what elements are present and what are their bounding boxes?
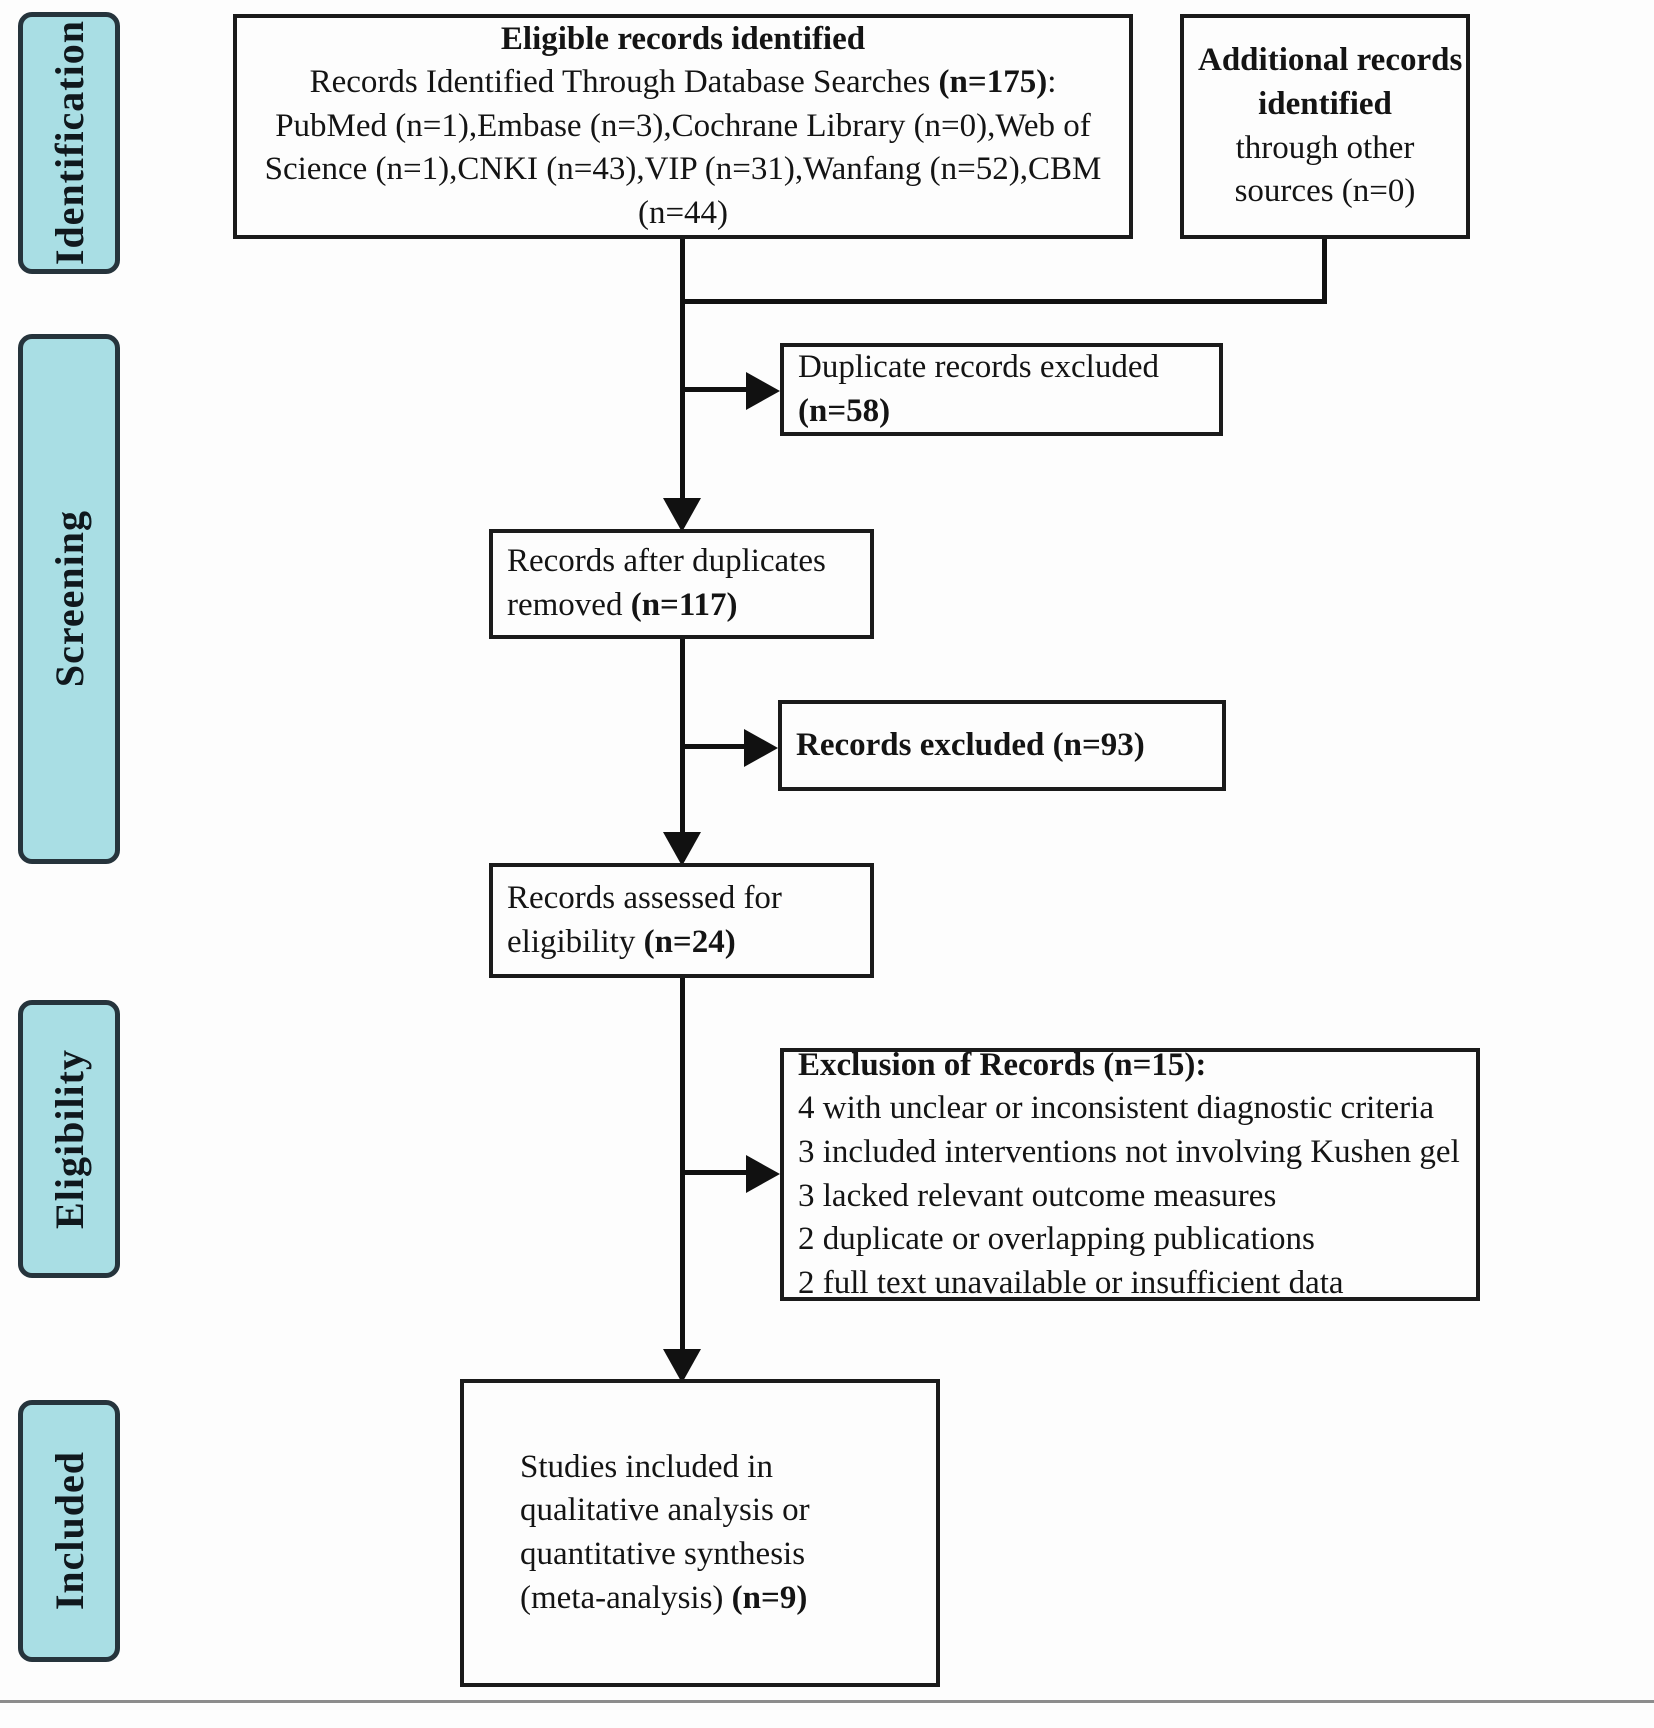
additional-records-box: Additional records identified through ot… bbox=[1180, 14, 1470, 239]
assessed-line1: Records assessed for bbox=[507, 879, 782, 916]
duplicate-records-excluded-box: Duplicate records excluded (n=58) bbox=[780, 343, 1223, 436]
stage-identification: Identification bbox=[18, 12, 120, 274]
records-assessed-box: Records assessed for eligibility (n=24) bbox=[489, 863, 874, 978]
arrow-to-exclusion-detail bbox=[746, 1155, 780, 1193]
records-excluded-box: Records excluded (n=93) bbox=[778, 700, 1226, 791]
after-duplicates-line1: Records after duplicates bbox=[507, 543, 826, 580]
assessed-line2: eligibility (n=24) bbox=[493, 921, 870, 965]
bottom-divider bbox=[0, 1700, 1654, 1703]
exclusion-reason-1: 4 with unclear or inconsistent diagnosti… bbox=[798, 1090, 1434, 1127]
arrow-to-records-excluded bbox=[744, 729, 778, 767]
stage-included: Included bbox=[18, 1400, 120, 1662]
additional-records-line3: through other bbox=[1235, 129, 1415, 166]
included-text: (meta-analysis) bbox=[520, 1579, 732, 1616]
exclusion-of-records-box: Exclusion of Records (n=15): 4 with uncl… bbox=[780, 1047, 1480, 1301]
additional-records-line2: identified bbox=[1258, 85, 1392, 122]
eligible-records-line5: (n=44) bbox=[637, 194, 729, 231]
stage-label-eligibility: Eligibility bbox=[46, 1049, 92, 1229]
arrow-to-included bbox=[663, 1349, 701, 1383]
arrow-to-duplicates-excluded bbox=[746, 372, 780, 410]
arrow-to-assessed bbox=[663, 832, 701, 866]
trunk-eligibility bbox=[680, 978, 685, 1378]
stage-eligibility: Eligibility bbox=[18, 1000, 120, 1278]
included-line1: Studies included in bbox=[520, 1448, 773, 1485]
line2-colon: : bbox=[1047, 64, 1057, 101]
stage-label-included: Included bbox=[46, 1451, 92, 1611]
exclusion-reason-3: 3 lacked relevant outcome measures bbox=[798, 1177, 1277, 1214]
duplicate-records-line1: Duplicate records excluded bbox=[798, 348, 1160, 385]
connector-identification-bus bbox=[680, 299, 1327, 304]
additional-records-line4: sources (n=0) bbox=[1234, 173, 1416, 210]
exclusion-reason-4: 2 duplicate or overlapping publications bbox=[798, 1221, 1315, 1258]
after-duplicates-text: removed bbox=[507, 587, 631, 623]
after-duplicates-count: (n=117) bbox=[630, 587, 738, 623]
eligible-records-heading: Eligible records identified bbox=[500, 20, 866, 57]
records-after-duplicates-box: Records after duplicates removed (n=117) bbox=[489, 529, 874, 639]
line2-text: Records Identified Through Database Sear… bbox=[309, 64, 939, 101]
exclusion-reason-5: 2 full text unavailable or insufficient … bbox=[798, 1264, 1344, 1301]
connector-to-records-excluded bbox=[680, 744, 750, 749]
stage-label-screening: Screening bbox=[46, 510, 92, 688]
included-line3: quantitative synthesis bbox=[520, 1536, 806, 1572]
arrow-to-after-duplicates bbox=[663, 498, 701, 532]
line2-count: (n=175) bbox=[938, 64, 1048, 101]
stage-screening: Screening bbox=[18, 334, 120, 864]
stage-label-identification: Identification bbox=[46, 20, 92, 266]
connector-other-down bbox=[1322, 239, 1327, 303]
assessed-text: eligibility bbox=[507, 923, 644, 960]
included-count: (n=9) bbox=[731, 1579, 808, 1616]
eligible-records-line3: PubMed (n=1),Embase (n=3),Cochrane Libra… bbox=[275, 107, 1091, 144]
connector-to-duplicates-excluded bbox=[680, 387, 752, 392]
connector-to-exclusion-detail bbox=[680, 1170, 752, 1175]
connector-db-down bbox=[680, 239, 685, 303]
trunk-screening-lower bbox=[680, 639, 685, 861]
studies-included-box: Studies included in qualitative analysis… bbox=[460, 1379, 940, 1687]
included-line2: qualitative analysis or bbox=[520, 1492, 810, 1529]
included-line4: (meta-analysis) (n=9) bbox=[464, 1577, 936, 1621]
exclusion-reason-2: 3 included interventions not involving K… bbox=[798, 1133, 1460, 1170]
eligible-records-identified-box: Eligible records identified Records Iden… bbox=[233, 14, 1133, 239]
additional-records-line1: Additional records bbox=[1198, 42, 1463, 79]
eligible-records-line2: Records Identified Through Database Sear… bbox=[237, 61, 1129, 105]
after-duplicates-line2: removed (n=117) bbox=[493, 584, 870, 628]
assessed-count: (n=24) bbox=[643, 923, 736, 960]
eligible-records-line4: Science (n=1),CNKI (n=43),VIP (n=31),Wan… bbox=[264, 151, 1102, 188]
trunk-screening-upper bbox=[680, 299, 685, 527]
exclusion-heading: Exclusion of Records (n=15): bbox=[798, 1046, 1207, 1083]
duplicate-records-line2: (n=58) bbox=[798, 392, 891, 429]
records-excluded-line1: Records excluded (n=93) bbox=[796, 726, 1145, 763]
